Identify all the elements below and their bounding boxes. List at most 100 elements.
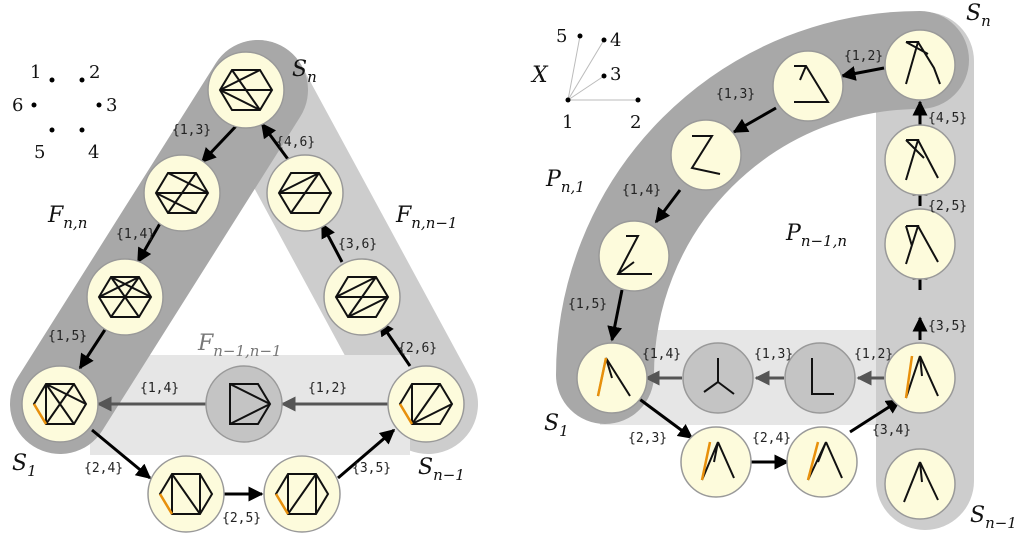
- highlight-b1: [158, 493, 174, 515]
- edge-label-right-3: {1,5}: [568, 297, 607, 312]
- hex-fn1-1-diagonals: [278, 172, 331, 214]
- band-f-n-n: [10, 40, 308, 454]
- highlight-r-b2: [806, 441, 820, 481]
- graph-a3: [616, 235, 652, 275]
- hex-fnn2-diagonals: [98, 276, 152, 318]
- graph-v2: [905, 225, 939, 265]
- right-nodes: [576, 29, 956, 520]
- node-right-a3: [598, 220, 670, 292]
- graph-g1: [703, 358, 735, 395]
- edge-label-right-7: {1,2}: [854, 347, 893, 362]
- right-arrows: [607, 66, 928, 470]
- arrow-s1-to-b1: [91, 428, 152, 480]
- edge-label-right-0: {1,2}: [844, 49, 883, 64]
- point-1: 1: [30, 62, 41, 83]
- node-right-b1: [680, 426, 752, 498]
- node-right-a1: [772, 50, 844, 122]
- edge-label-right-12: {3,4}: [872, 423, 911, 438]
- band-p-n-1: [556, 11, 969, 424]
- edge-label-left-2: {1,5}: [48, 329, 87, 344]
- left-diagram: 1 2 3 4 5 6 Fn,n Fn,n−1 Fn−1,n−1 Sn S1 S…: [10, 40, 478, 533]
- graph-b2: [807, 441, 843, 481]
- node-right-v4: [884, 342, 956, 414]
- highlight-s1: [32, 403, 48, 425]
- arrow-sn-to-fnn1: [200, 122, 240, 164]
- label-f-n-n1: Fn,n−1: [395, 203, 457, 232]
- edge-label-right-4: {4,5}: [928, 111, 967, 126]
- set-label-x: X: [530, 63, 549, 88]
- graph-sn: [905, 41, 941, 85]
- edge-label-right-1: {1,3}: [716, 87, 755, 102]
- highlight-r-s1: [596, 357, 608, 397]
- hex-b2-diagonals: [287, 473, 317, 515]
- point-r-5: 5: [556, 26, 567, 47]
- label-f-n-n: Fn,n: [47, 203, 87, 232]
- edge-label-right-2: {1,4}: [622, 183, 661, 198]
- hex-sn-diagonals: [219, 69, 272, 111]
- label-p-n1-n: Pn−1,n: [785, 221, 847, 250]
- graph-a2: [690, 135, 721, 175]
- right-highlights: [596, 355, 914, 481]
- node-right-sn1: [884, 448, 956, 520]
- left-nodes: [21, 51, 465, 533]
- edge-label-left-9: {2,5}: [222, 511, 261, 526]
- edge-label-left-8: {2,4}: [84, 461, 123, 476]
- edge-label-left-5: {2,6}: [398, 341, 437, 356]
- left-highlights: [32, 403, 414, 515]
- arrow-sn1-to-fn2: [378, 320, 412, 367]
- point-4: 4: [88, 142, 99, 163]
- edge-label-left-3: {4,6}: [276, 135, 315, 150]
- edge-label-left-7: {1,2}: [308, 381, 347, 396]
- left-point-set: [31, 77, 102, 133]
- edge-label-left-10: {3,5}: [352, 461, 391, 476]
- node-right-g2: [784, 342, 856, 414]
- hex-b1-diagonals: [171, 473, 201, 515]
- label-f-n1-n1: Fn−1,n−1: [197, 331, 282, 360]
- arrow-fn1-to-sn: [260, 122, 292, 163]
- label-left-sn1: Sn−1: [418, 455, 465, 484]
- right-star-graphs: [597, 41, 941, 503]
- edge-label-left-0: {1,3}: [172, 123, 211, 138]
- graph-b1: [701, 441, 735, 481]
- edge-label-right-8: {1,3}: [754, 347, 793, 362]
- hex-fn1-2-diagonals: [335, 276, 389, 318]
- right-point-set: [565, 33, 641, 103]
- node-right-sn: [884, 29, 956, 101]
- node-right-b2: [786, 426, 858, 498]
- point-r-3: 3: [610, 64, 621, 85]
- point-3: 3: [106, 95, 117, 116]
- point-r-1: 1: [562, 112, 573, 133]
- label-left-s1: S1: [12, 451, 37, 480]
- highlight-r-v4: [904, 355, 914, 399]
- arrow-fn2-to-fn1: [320, 222, 344, 263]
- highlight-b2: [274, 493, 290, 515]
- arrow-r-s1-to-b1: [637, 396, 694, 440]
- label-right-s1: S1: [544, 411, 569, 440]
- edge-label-right-10: {2,3}: [628, 431, 667, 446]
- hex-fnn1-diagonals: [155, 172, 209, 214]
- highlight-sn1: [398, 403, 414, 425]
- arrow-fnn1-to-fnn2: [136, 219, 164, 264]
- label-p-n-1: Pn,1: [545, 167, 585, 196]
- label-right-sn1: Sn−1: [970, 503, 1017, 532]
- hex-sn1-diagonals: [411, 383, 453, 425]
- arrow-r-sn-to-a1: [840, 66, 885, 81]
- edge-label-right-11: {2,4}: [752, 431, 791, 446]
- node-left-gray: [205, 365, 283, 443]
- label-right-sn: Sn: [966, 1, 991, 30]
- graph-v4: [905, 355, 939, 399]
- point-6: 6: [12, 95, 23, 116]
- point-2: 2: [89, 62, 100, 83]
- edge-label-right-5: {2,5}: [928, 199, 967, 214]
- arrow-r-b2-to-v4: [849, 398, 902, 434]
- hex-s1-diagonals: [45, 383, 87, 425]
- node-right-v2: [884, 208, 956, 280]
- edge-label-right-6: {3,5}: [928, 319, 967, 334]
- graph-g2: [811, 358, 834, 395]
- highlight-r-b1: [700, 441, 712, 481]
- graph-v1: [905, 139, 939, 181]
- arrow-r-a1-to-a2: [732, 106, 777, 134]
- arrow-r-a2-to-a3: [654, 189, 682, 224]
- tri-gray-diagonals: [229, 383, 271, 425]
